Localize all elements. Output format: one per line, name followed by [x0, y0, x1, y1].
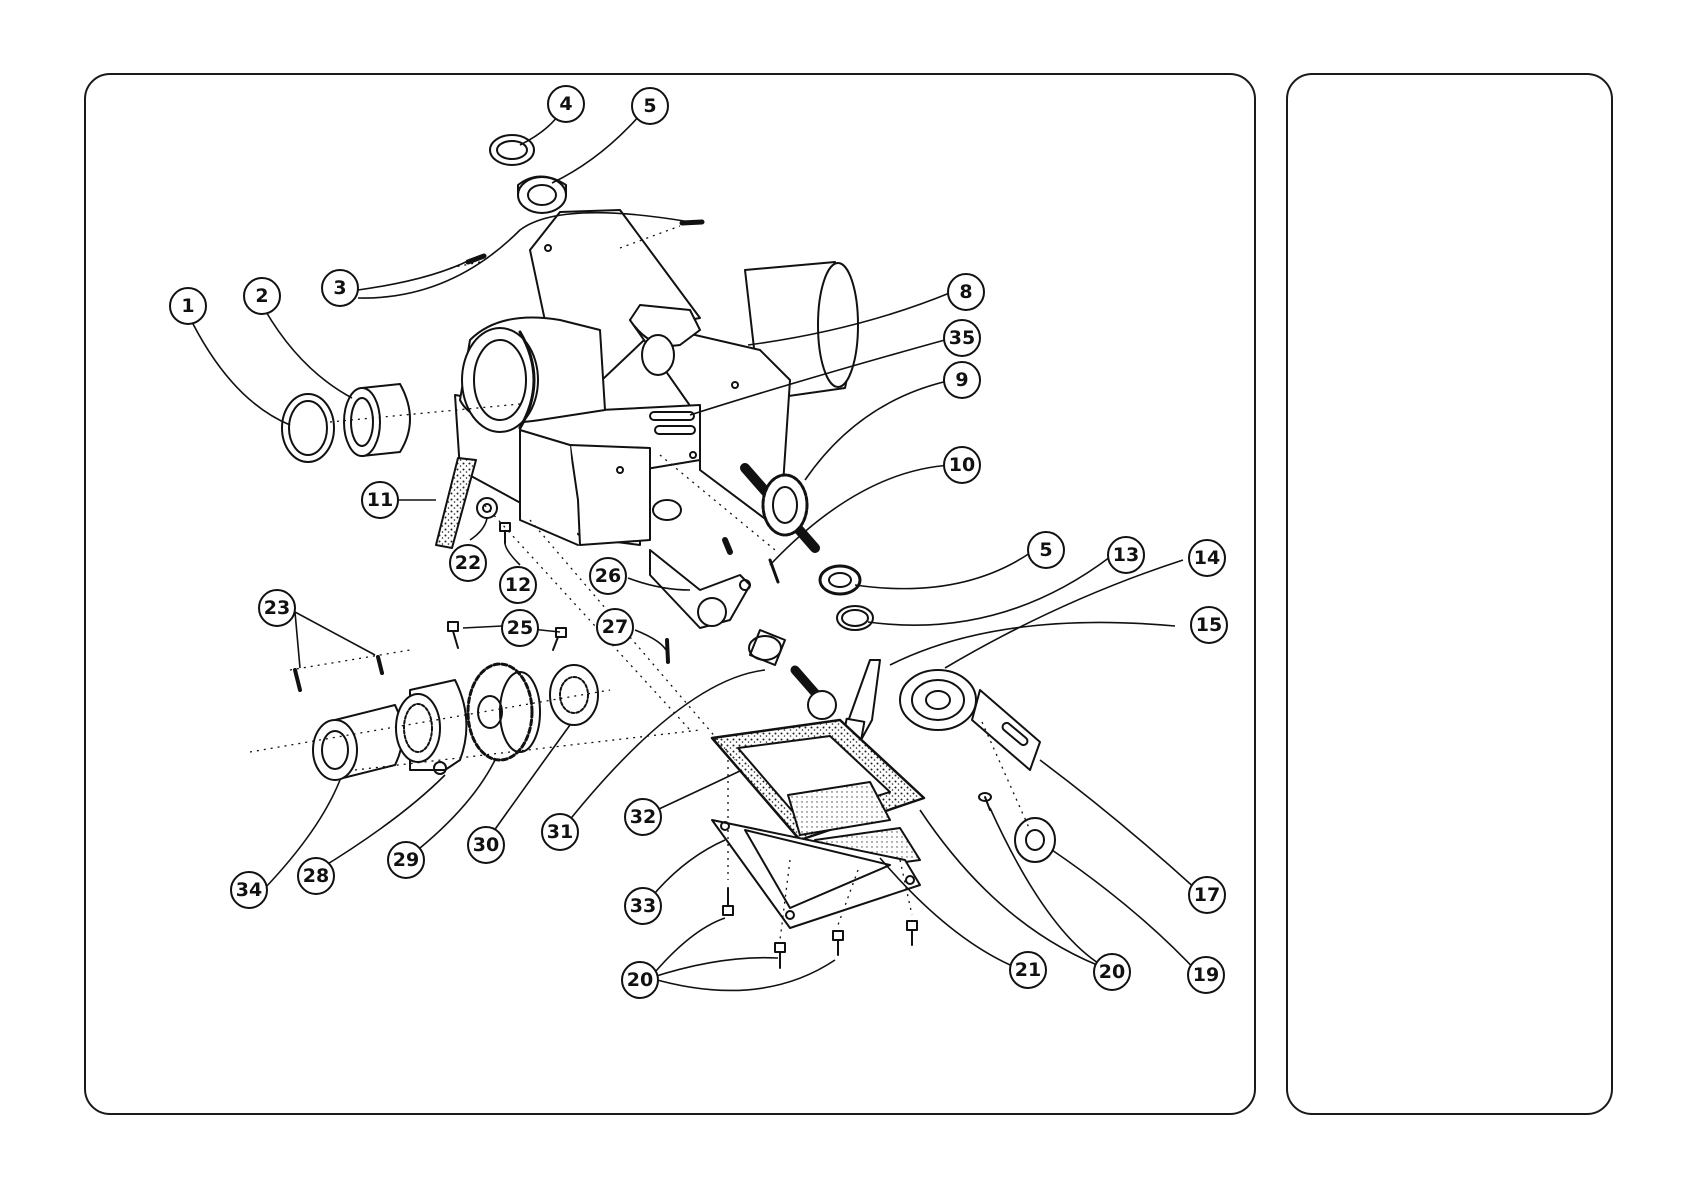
- part-felt-strip-11: [436, 458, 476, 548]
- callout-28-label: 28: [303, 865, 329, 887]
- callout-27: 27: [597, 609, 633, 645]
- callout-33: 33: [625, 888, 661, 924]
- callout-25: 25: [502, 610, 538, 646]
- part-pin-27: [667, 640, 668, 662]
- callout-27-label: 27: [602, 616, 628, 638]
- callout-14-label: 14: [1194, 547, 1220, 569]
- callout-11-label: 11: [367, 489, 393, 511]
- callout-29-label: 29: [393, 849, 419, 871]
- part-screw-20-right: [979, 793, 991, 810]
- part-bushing-2: [344, 384, 410, 456]
- callout-10-label: 10: [949, 454, 975, 476]
- part-pin-10: [725, 540, 778, 582]
- callout-15-label: 15: [1196, 614, 1222, 636]
- part-coupling-14: [900, 670, 976, 730]
- callout-30: 30: [468, 827, 504, 863]
- callout-1-label: 1: [181, 295, 194, 317]
- callout-5-top-label: 5: [643, 95, 656, 117]
- callout-25-label: 25: [507, 617, 533, 639]
- callout-22: 22: [450, 545, 486, 581]
- part-washer-22: [477, 498, 497, 518]
- callout-19: 19: [1188, 957, 1224, 993]
- callout-20-right-label: 20: [1099, 961, 1125, 983]
- callout-15: 15: [1191, 607, 1227, 643]
- callout-12-label: 12: [505, 574, 531, 596]
- callout-34-label: 34: [236, 879, 262, 901]
- callout-32-label: 32: [630, 806, 656, 828]
- callout-1: 1: [170, 288, 206, 324]
- callout-23: 23: [259, 590, 295, 626]
- callout-14: 14: [1189, 540, 1225, 576]
- callout-4-label: 4: [559, 93, 572, 115]
- part-snap-ring-13: [837, 606, 873, 630]
- callout-32: 32: [625, 799, 661, 835]
- part-collar-34: [313, 705, 403, 780]
- callout-29: 29: [388, 842, 424, 878]
- callout-35-label: 35: [949, 327, 975, 349]
- callout-5-lower-label: 5: [1039, 539, 1052, 561]
- callout-4: 4: [548, 86, 584, 122]
- part-bearing-5-lower: [820, 566, 860, 594]
- callout-31: 31: [542, 814, 578, 850]
- part-knob-19: [1015, 818, 1055, 862]
- callout-3-label: 3: [333, 277, 346, 299]
- callout-19-label: 19: [1193, 964, 1219, 986]
- callout-17: 17: [1189, 877, 1225, 913]
- callout-2-label: 2: [255, 285, 268, 307]
- callout-21-label: 21: [1015, 959, 1041, 981]
- callout-13: 13: [1108, 537, 1144, 573]
- callout-23-label: 23: [264, 597, 290, 619]
- callout-35: 35: [944, 320, 980, 356]
- part-bracket-17: [972, 690, 1040, 770]
- callout-17-label: 17: [1194, 884, 1220, 906]
- callout-9-label: 9: [955, 369, 968, 391]
- callout-2: 2: [244, 278, 280, 314]
- callout-13-label: 13: [1113, 544, 1139, 566]
- callout-22-label: 22: [455, 552, 481, 574]
- callout-33-label: 33: [630, 895, 656, 917]
- callout-20-lower-label: 20: [627, 969, 653, 991]
- callout-21: 21: [1010, 952, 1046, 988]
- callout-3: 3: [322, 270, 358, 306]
- callout-26-label: 26: [595, 565, 621, 587]
- part-snap-ring-1: [282, 394, 334, 462]
- callout-31-label: 31: [547, 821, 573, 843]
- callout-26: 26: [590, 558, 626, 594]
- callout-34: 34: [231, 872, 267, 908]
- part-nut-30: [550, 665, 598, 725]
- callout-9: 9: [944, 362, 980, 398]
- callout-12: 12: [500, 567, 536, 603]
- part-roller: [749, 630, 785, 665]
- callout-5-top: 5: [632, 88, 668, 124]
- callout-28: 28: [298, 858, 334, 894]
- callout-8: 8: [948, 274, 984, 310]
- part-cap-4: [490, 135, 534, 165]
- part-lever-26: [650, 550, 750, 628]
- part-bearing-housing-28: [396, 680, 466, 774]
- callout-11: 11: [362, 482, 398, 518]
- callout-10: 10: [944, 447, 980, 483]
- part-bearing-5-top: [518, 177, 566, 214]
- callout-20-lower: 20: [622, 962, 658, 998]
- callout-5-lower: 5: [1028, 532, 1064, 568]
- part-screw-12: [500, 523, 510, 543]
- callout-20-right: 20: [1094, 954, 1130, 990]
- callout-30-label: 30: [473, 834, 499, 856]
- callout-8-label: 8: [959, 281, 972, 303]
